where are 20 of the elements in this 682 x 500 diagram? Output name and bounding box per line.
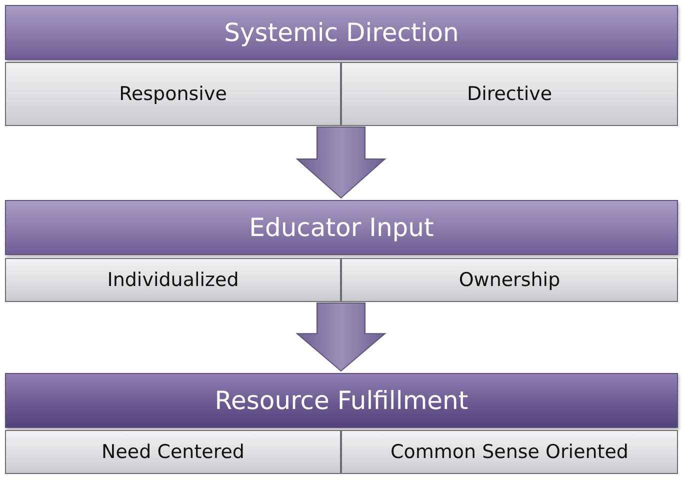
category-box xyxy=(5,430,341,474)
category-text: Directive xyxy=(466,83,552,105)
category-text: Common Sense Oriented xyxy=(390,441,628,463)
category-text: Ownership xyxy=(458,269,560,291)
category-text: Individualized xyxy=(107,269,239,291)
header-text: Systemic Direction xyxy=(224,18,459,47)
category-box xyxy=(341,62,678,126)
category-text: Need Centered xyxy=(102,441,244,463)
header-bar xyxy=(5,200,678,255)
header-bar xyxy=(5,5,678,60)
header-text: Educator Input xyxy=(249,213,434,242)
header-text: Resource Fulfillment xyxy=(214,386,468,415)
category-box xyxy=(5,258,341,302)
block-arrow xyxy=(296,126,386,199)
block-arrow xyxy=(296,302,386,372)
header-bar xyxy=(5,373,678,428)
category-text: Responsive xyxy=(119,83,227,105)
category-box xyxy=(5,62,341,126)
category-box xyxy=(341,258,678,302)
category-box xyxy=(341,430,678,474)
